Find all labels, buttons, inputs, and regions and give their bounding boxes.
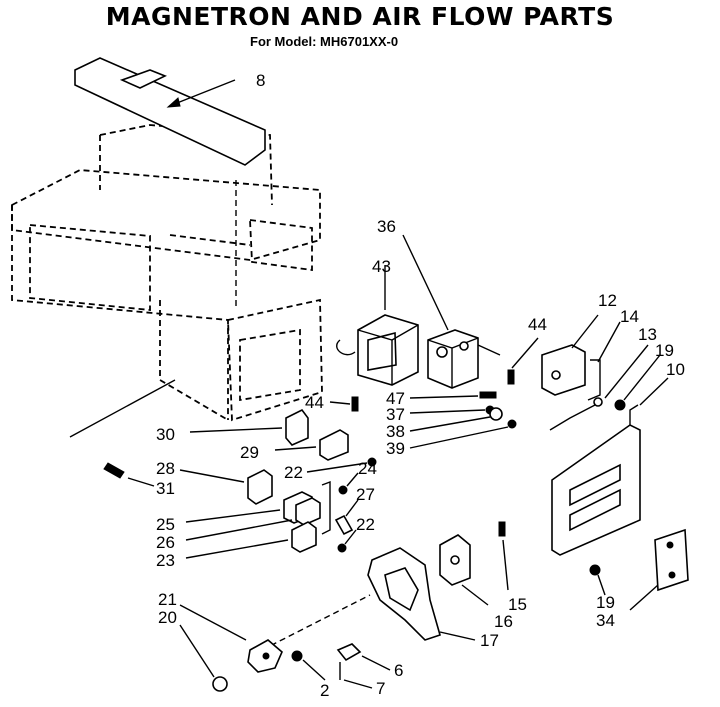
callout-25: 25 — [156, 515, 175, 534]
callout-7: 7 — [376, 679, 385, 698]
callout-21: 21 — [158, 590, 177, 609]
callout-19-upper: 19 — [655, 341, 674, 360]
callout-28: 28 — [156, 459, 175, 478]
callout-43: 43 — [372, 257, 391, 276]
part-6-thermal-cutout — [336, 643, 391, 671]
part-14-bracket — [587, 321, 621, 401]
callout-22-upper: 22 — [284, 463, 303, 482]
callout-26: 26 — [156, 533, 175, 552]
part-7-bracket — [339, 662, 373, 689]
part-15-screw — [498, 521, 509, 591]
part-19-screw-lower — [589, 564, 606, 596]
callout-30: 30 — [156, 425, 175, 444]
part-39-screw — [409, 419, 517, 449]
callout-29: 29 — [240, 443, 259, 462]
callout-27: 27 — [356, 485, 375, 504]
part-21-fan-blade — [179, 604, 283, 673]
callout-15: 15 — [508, 595, 527, 614]
part-36-magnetron — [402, 234, 501, 389]
callout-2: 2 — [320, 681, 329, 700]
callout-36: 36 — [377, 217, 396, 236]
part-16-fan-motor-bracket — [439, 534, 489, 606]
callout-47: 47 — [386, 389, 405, 408]
callout-20: 20 — [158, 608, 177, 627]
part-12-capacitor — [541, 314, 599, 396]
part-43-transformer — [336, 265, 419, 386]
part-47-gasket — [409, 391, 497, 399]
part-27-actuator — [334, 499, 359, 536]
callout-44-left: 44 — [305, 393, 324, 412]
part-44-screw-left — [329, 396, 359, 412]
callout-16: 16 — [494, 612, 513, 631]
part-28-switch-holder — [179, 469, 273, 505]
page-title: MAGNETRON AND AIR FLOW PARTS — [105, 2, 615, 31]
callout-19-lower: 19 — [596, 593, 615, 612]
part-8-top-cover — [74, 57, 266, 310]
callout-31: 31 — [156, 479, 175, 498]
callout-13: 13 — [638, 325, 657, 344]
part-34-bracket — [629, 528, 689, 611]
part-31-screw — [69, 379, 176, 487]
part-37-bolt — [409, 405, 495, 415]
callout-24: 24 — [358, 459, 377, 478]
callout-17: 17 — [480, 631, 499, 650]
callout-10: 10 — [666, 360, 685, 379]
part-44-screw-right — [507, 337, 539, 385]
callout-38: 38 — [386, 422, 405, 441]
callout-44-right: 44 — [528, 315, 547, 334]
part-22-screw-upper — [306, 457, 377, 473]
switch-mounting-bracket — [321, 480, 331, 535]
part-30-switch-holder — [189, 408, 309, 446]
callout-14: 14 — [620, 307, 639, 326]
callout-34: 34 — [596, 611, 615, 630]
callout-37: 37 — [386, 405, 405, 424]
cabinet-outline — [11, 124, 323, 422]
callout-23: 23 — [156, 551, 175, 570]
part-10-mounting-plate — [551, 377, 669, 556]
part-23-switch — [185, 521, 317, 559]
part-24-screw — [338, 472, 359, 495]
callout-8: 8 — [256, 71, 265, 90]
part-26-switch — [185, 497, 321, 541]
part-38-nut — [409, 407, 503, 432]
part-29-switch — [274, 429, 349, 461]
part-19-screw-upper — [614, 354, 661, 411]
part-22-screw-lower — [337, 529, 357, 553]
callout-12: 12 — [598, 291, 617, 310]
callout-39: 39 — [386, 439, 405, 458]
callout-6: 6 — [394, 661, 403, 680]
part-13-diode — [549, 344, 649, 431]
part-20-fan-nut — [179, 624, 228, 692]
part-2-screw — [291, 650, 326, 681]
model-subtitle: For Model: MH6701XX-0 — [250, 34, 399, 49]
part-17-fan-housing — [261, 547, 476, 651]
callout-22-lower: 22 — [356, 515, 375, 534]
callout-labels: 8 36 43 12 14 44 13 19 10 47 44 37 30 38… — [156, 71, 685, 700]
